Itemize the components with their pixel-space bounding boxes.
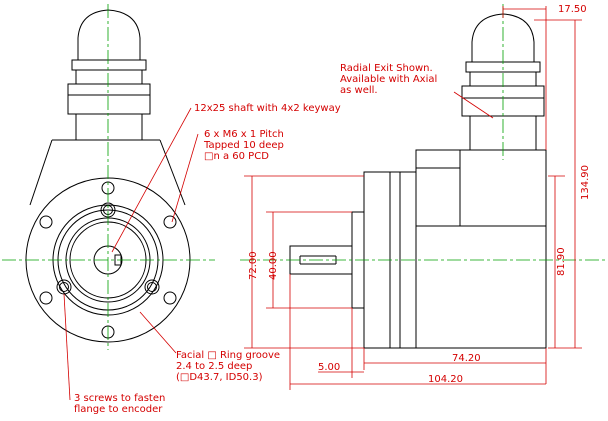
note-groove-line-3: (□D43.7, ID50.3) [176, 372, 263, 383]
front-gland-nut [67, 83, 151, 115]
tapped-hole [163, 291, 177, 305]
fastening-screw [56, 279, 72, 295]
dimension-lines [244, 6, 582, 390]
encoder-body [415, 149, 547, 349]
front-gland-neck [75, 113, 143, 141]
note-radial-exit-line-3: as well. [340, 85, 378, 96]
leader-lines [63, 91, 494, 401]
note-tapped-line-2: Tapped 10 deep [203, 140, 284, 151]
dim-72-00: 72.00 [248, 251, 259, 280]
fastening-screw [144, 279, 160, 295]
dim-134-90: 134.90 [580, 165, 591, 200]
front-gland-ring-1 [71, 59, 147, 71]
front-gland-ring-2 [75, 69, 143, 85]
note-tapped-line-3: □n a 60 PCD [204, 151, 269, 162]
dim-104-20: 104.20 [428, 374, 463, 385]
tapped-hole [39, 291, 53, 305]
tapped-hole [39, 215, 53, 229]
front-gland-dome [77, 9, 141, 61]
front-view [2, 4, 215, 350]
side-view [240, 4, 606, 349]
dim-74-20: 74.20 [452, 353, 481, 364]
note-radial-exit-line-1: Radial Exit Shown. [340, 63, 433, 74]
dim-40-00: 40.00 [268, 251, 279, 280]
tapped-hole [163, 215, 177, 229]
dim-17-50: 17.50 [558, 4, 587, 15]
note-groove-line-1: Facial □ Ring groove [176, 350, 280, 361]
note-groove-line-2: 2.4 to 2.5 deep [176, 361, 252, 372]
housing-tangent-right [159, 139, 186, 206]
note-tapped-line-1: 6 x M6 x 1 Pitch [204, 129, 284, 140]
note-radial-exit-line-2: Available with Axial [340, 74, 437, 85]
dim-5-00: 5.00 [318, 362, 340, 373]
note-shaft: 12x25 shaft with 4x2 keyway [194, 103, 341, 114]
housing-tangent-left [29, 139, 53, 206]
note-screws-line-2: flange to encoder [74, 404, 163, 415]
dim-81-90: 81.90 [556, 247, 567, 276]
note-screws-line-1: 3 screws to fasten [74, 393, 165, 404]
